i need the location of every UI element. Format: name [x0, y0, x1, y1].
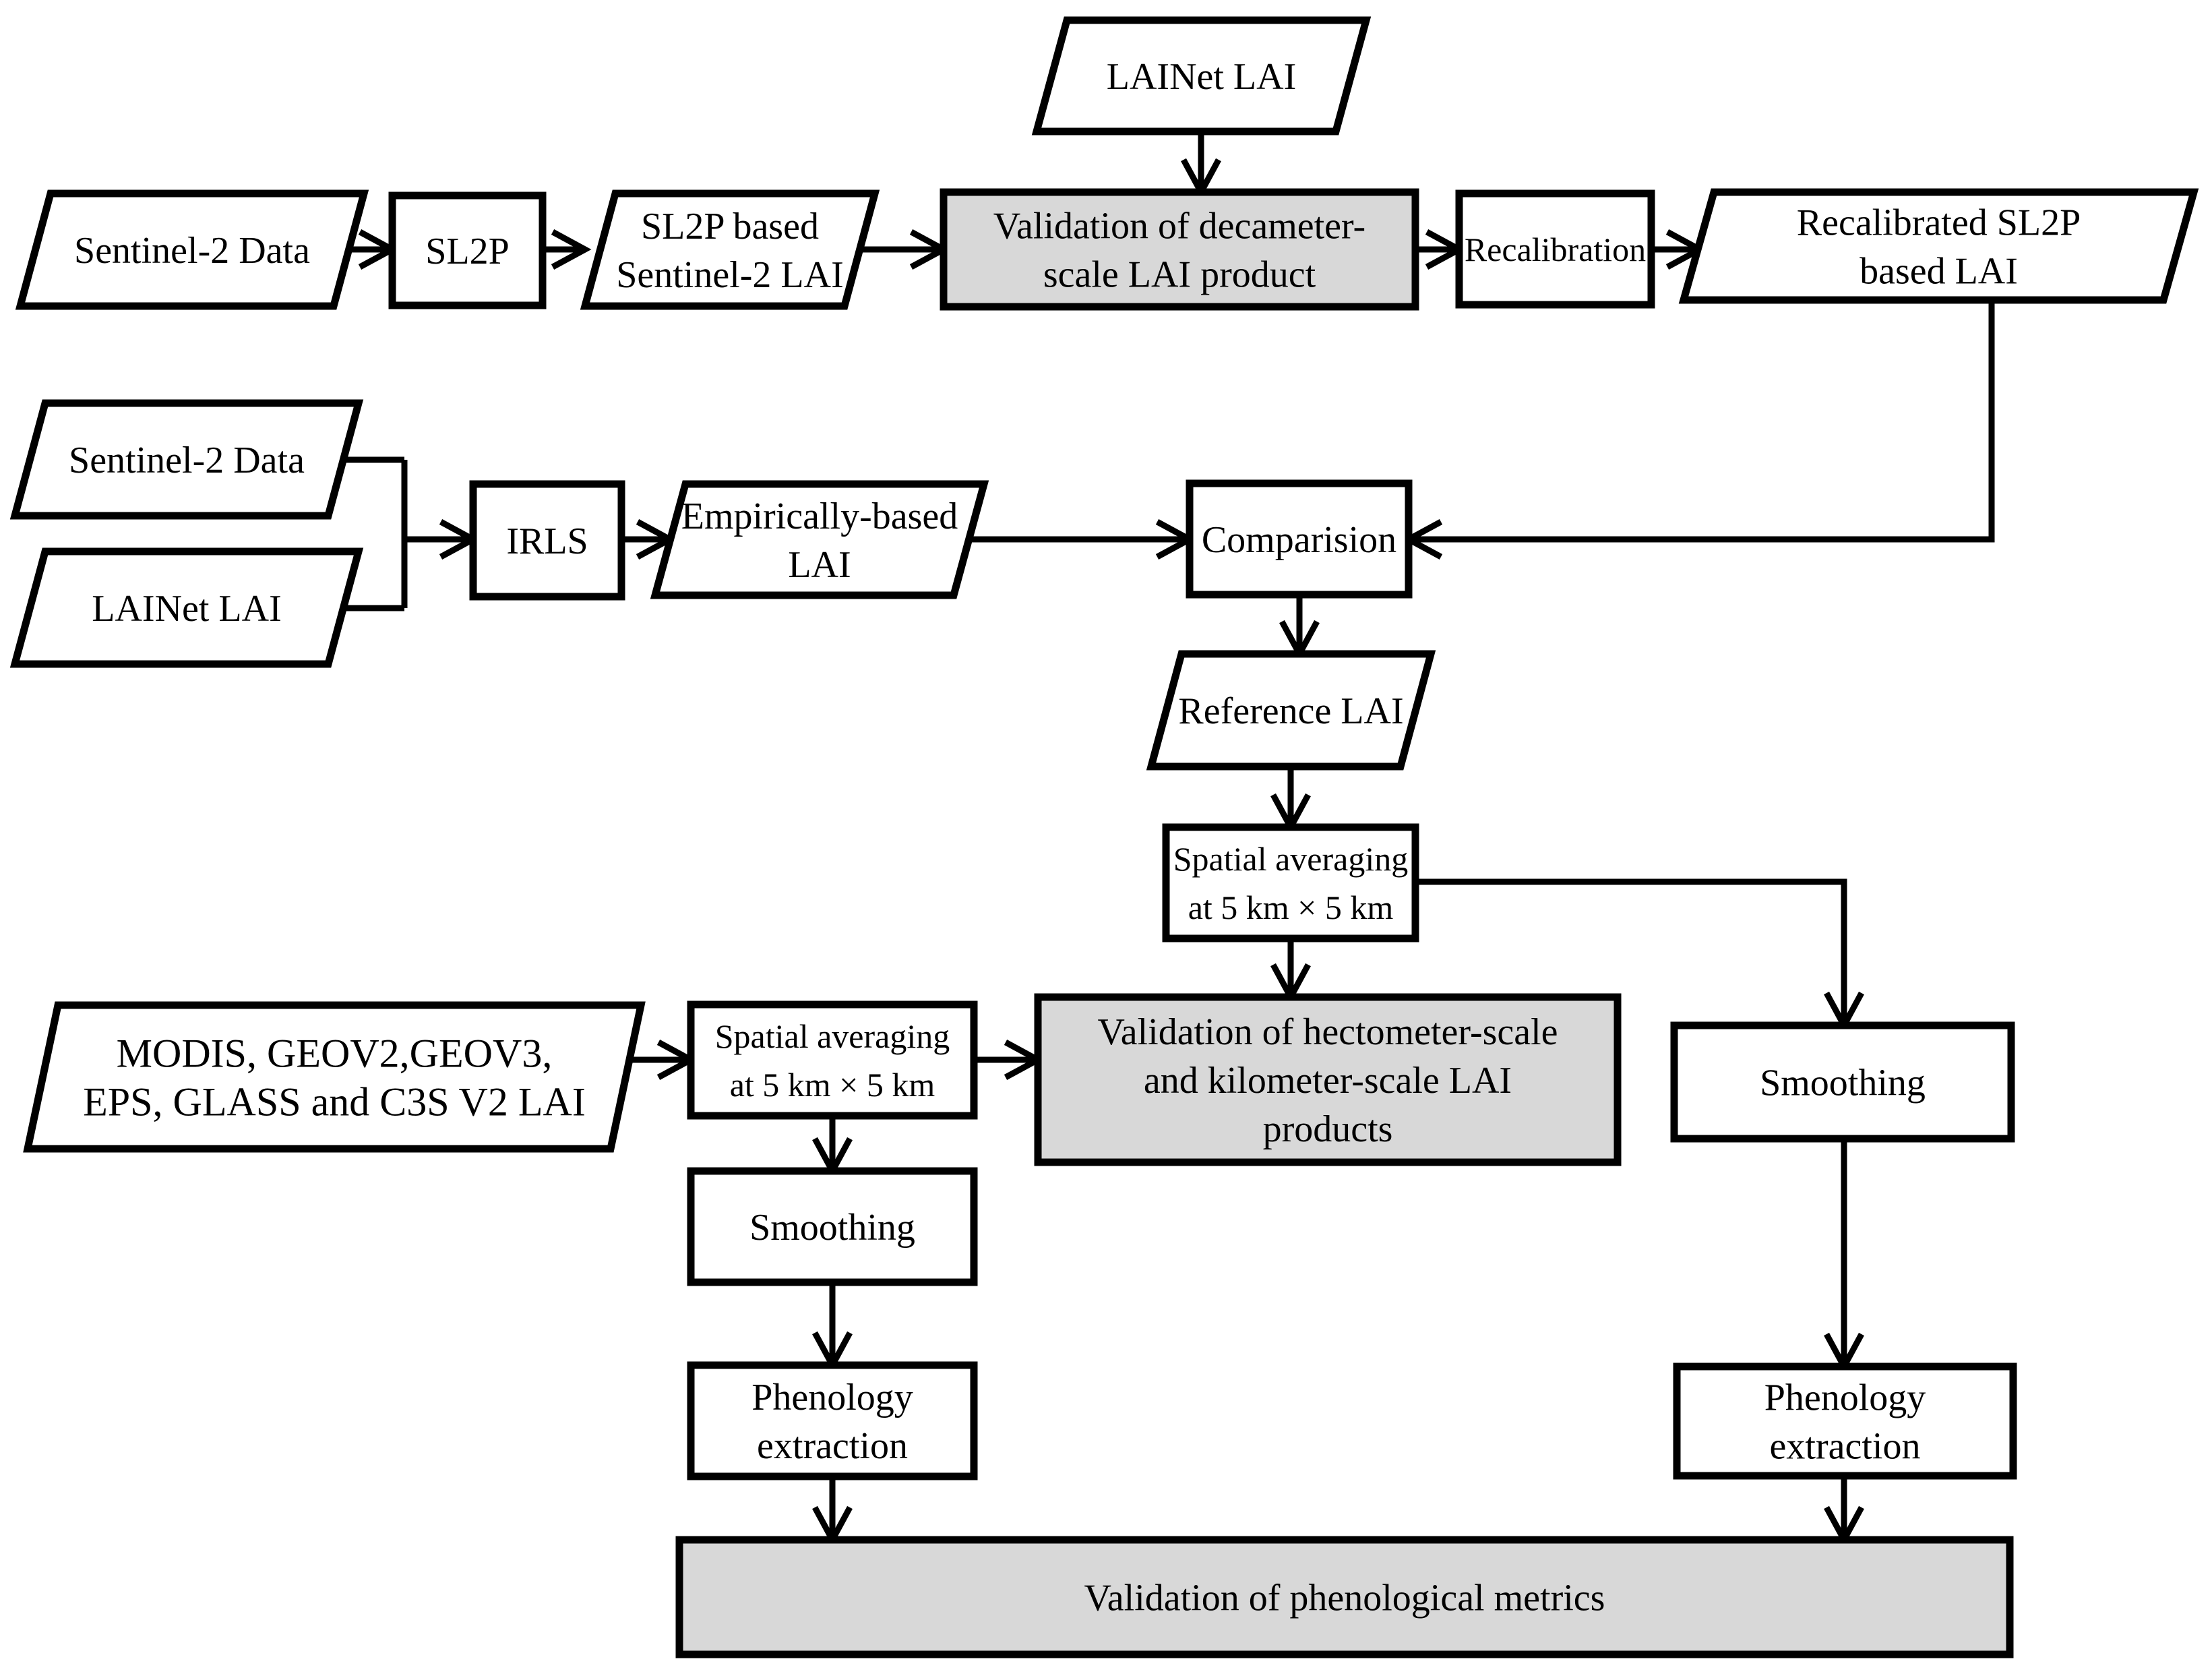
- node-lainet-lai-mid: LAINet LAI: [9, 547, 364, 668]
- recalibrated-sl2p-label: Recalibrated SL2P: [1797, 202, 2081, 244]
- spatial-averaging-center-label: at 5 km × 5 km: [1188, 889, 1394, 926]
- validation-hectometer-label: Validation of hectometer-scale: [1097, 1011, 1558, 1053]
- phenology-right-label: Phenology: [1764, 1377, 1926, 1419]
- sl2p-sentinel2-lai-label: SL2P based: [641, 206, 819, 247]
- lainet-lai-top-label: LAINet LAI: [1107, 56, 1296, 98]
- comparision-shape: [1186, 479, 1413, 599]
- connector-e-phenr-valphen: [1824, 1476, 1864, 1547]
- node-smoothing-right: Smoothing: [1670, 1021, 2015, 1143]
- validation-decameter-label: Validation of decameter-: [993, 206, 1365, 247]
- smoothing-right-shape: [1670, 1021, 2015, 1143]
- sl2p-sentinel2-lai-label: Sentinel-2 LAI: [616, 254, 843, 296]
- validation-hectometer-shape: [1034, 993, 1622, 1166]
- sentinel2-data-mid-shape: [9, 399, 364, 520]
- node-reference-lai: Reference LAI: [1146, 650, 1436, 771]
- connector-e-irls-emplai: [621, 519, 677, 560]
- connector-e-spatavgc-valhecto: [1270, 938, 1311, 1004]
- node-sentinel2-data-mid: Sentinel-2 Data: [9, 399, 364, 520]
- connector-e-spatavgl-smoothl: [812, 1116, 853, 1178]
- arrowhead-icon: [551, 229, 592, 270]
- connector-e-reflai-spatavgc: [1270, 767, 1311, 834]
- connector-e-phenl-valphen: [812, 1476, 853, 1547]
- node-smoothing-left: Smoothing: [687, 1167, 978, 1286]
- recalibration-shape: [1455, 189, 1655, 309]
- phenology-right-shape: [1673, 1362, 2017, 1480]
- connector-e-smoothl-phenl: [812, 1282, 853, 1372]
- recalibration-label: Recalibration: [1465, 231, 1646, 268]
- empirically-based-lai-shape: [650, 480, 989, 599]
- lainet-lai-mid-label: LAINet LAI: [92, 588, 281, 630]
- reference-lai-label: Reference LAI: [1178, 690, 1403, 732]
- validation-decameter-shape: [940, 188, 1419, 311]
- sentinel2-data-top-label: Sentinel-2 Data: [74, 230, 310, 272]
- lainet-lai-mid-shape: [9, 547, 364, 668]
- spatial-averaging-left-shape: [687, 1000, 978, 1120]
- connector-e-join-irls: [404, 519, 480, 560]
- node-recalibrated-sl2p: Recalibrated SL2P based LAI: [1678, 188, 2199, 304]
- validation-phenology-shape: [675, 1536, 2014, 1658]
- comparision-label: Comparision: [1202, 519, 1396, 561]
- smoothing-left-shape: [687, 1167, 978, 1286]
- recalibrated-sl2p-label: based LAI: [1860, 251, 2018, 293]
- reference-lai-shape: [1146, 650, 1436, 771]
- node-modis-products: MODIS, GEOV2,GEOV3,EPS, GLASS and C3S V2…: [23, 1001, 646, 1153]
- smoothing-right-label: Smoothing: [1760, 1062, 1926, 1104]
- node-irls: IRLS: [469, 480, 625, 601]
- node-recalibration: Recalibration: [1455, 189, 1655, 309]
- node-spatial-averaging-center: Spatial averaging at 5 km × 5 km: [1162, 823, 1419, 942]
- spatial-averaging-center-label: Spatial averaging: [1173, 840, 1409, 878]
- sl2p-sentinel2-lai-shape: [580, 189, 880, 310]
- connector-e-sl2plai-valdeca: [859, 229, 950, 270]
- connector-e-sl2p-sl2plai: [543, 229, 592, 270]
- irls-label: IRLS: [506, 520, 588, 562]
- modis-products-label: EPS, GLASS and C3S V2 LAI: [83, 1080, 586, 1125]
- recalibrated-sl2p-shape: [1678, 188, 2199, 304]
- connector-e-spatavgl-valhecto: [974, 1040, 1045, 1080]
- lainet-lai-top-shape: [1031, 16, 1372, 136]
- smoothing-left-label: Smoothing: [749, 1207, 915, 1249]
- modis-products-label: MODIS, GEOV2,GEOV3,: [117, 1031, 553, 1076]
- connector-e-emplai-comparision: [969, 519, 1196, 560]
- node-sl2p: SL2P: [388, 191, 547, 309]
- sl2p-shape: [388, 191, 547, 309]
- node-lainet-lai-top: LAINet LAI: [1031, 16, 1372, 136]
- connector-e-lainettop-valdeca: [1181, 131, 1221, 199]
- connector-e-comparision-reflai: [1279, 595, 1320, 661]
- spatial-averaging-left-label: Spatial averaging: [715, 1017, 950, 1055]
- phenology-left-label: Phenology: [751, 1377, 913, 1418]
- connector-e-valdeca-recal: [1415, 229, 1466, 270]
- spatial-averaging-center-shape: [1162, 823, 1419, 942]
- node-sentinel2-data-top: Sentinel-2 Data: [15, 189, 369, 310]
- empirically-based-lai-label: Empirically-based: [681, 496, 958, 537]
- sentinel2-data-top-shape: [15, 189, 369, 310]
- validation-hectometer-label: and kilometer-scale LAI: [1144, 1060, 1512, 1102]
- connector-e-modis-spatavgl: [630, 1040, 698, 1080]
- node-validation-phenology: Validation of phenological metrics: [675, 1536, 2014, 1658]
- sentinel2-data-mid-label: Sentinel-2 Data: [69, 440, 305, 481]
- connector-e-smoothr-phenr: [1824, 1139, 1864, 1373]
- node-spatial-averaging-left: Spatial averaging at 5 km × 5 km: [687, 1000, 978, 1120]
- validation-hectometer-label: products: [1263, 1108, 1393, 1150]
- modis-products-shape: [23, 1001, 646, 1153]
- node-phenology-left: Phenology extraction: [687, 1361, 978, 1480]
- node-validation-decameter: Validation of decameter-scale LAI produc…: [940, 188, 1419, 311]
- phenology-left-shape: [687, 1361, 978, 1480]
- spatial-averaging-left-label: at 5 km × 5 km: [730, 1066, 935, 1104]
- node-comparision: Comparision: [1186, 479, 1413, 599]
- node-phenology-right: Phenology extraction: [1673, 1362, 2017, 1480]
- sl2p-label: SL2P: [425, 231, 510, 272]
- validation-phenology-label: Validation of phenological metrics: [1084, 1578, 1605, 1619]
- phenology-right-label: extraction: [1770, 1426, 1921, 1468]
- validation-decameter-label: scale LAI product: [1043, 254, 1316, 296]
- empirically-based-lai-label: LAI: [788, 544, 851, 586]
- phenology-left-label: extraction: [757, 1425, 908, 1467]
- connector-e-recalslp-comparision: [1402, 300, 1995, 560]
- node-validation-hectometer: Validation of hectometer-scale and kilome…: [1034, 993, 1622, 1166]
- irls-shape: [469, 480, 625, 601]
